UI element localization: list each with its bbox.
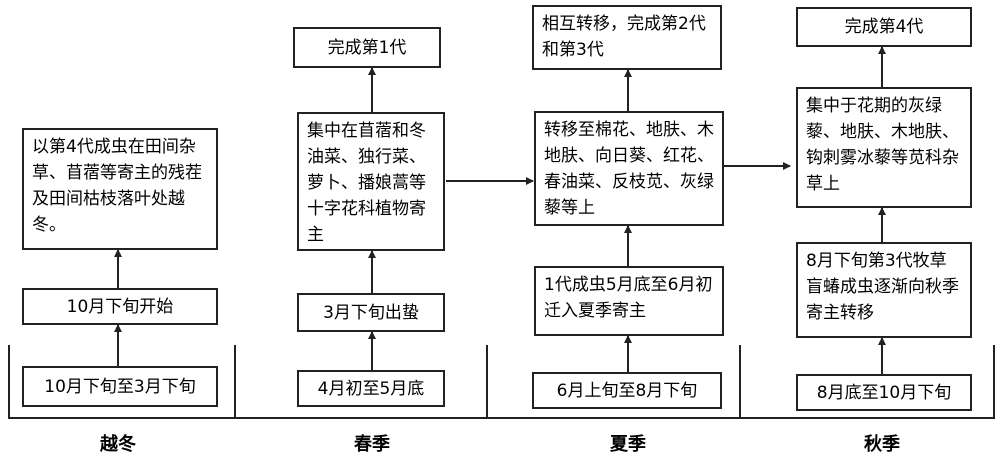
autumn-desc-box: 集中于花期的灰绿藜、地肤、木地肤、钩刺雾冰藜等苋科杂草上 [796,87,972,208]
autumn-start-box: 8月下旬第3代牧草盲蝽成虫逐渐向秋季寄主转移 [796,242,972,338]
summer-result-text: 相互转移，完成第2代和第3代 [542,14,706,60]
winter-desc-box: 以第4代成虫在田间杂草、苜蓿等寄主的残茬及田间枯枝落叶处越冬。 [22,128,218,250]
summer-period-text: 6月上旬至8月下旬 [556,380,698,401]
summer-period-box: 6月上旬至8月下旬 [532,372,722,409]
season-label-winter: 越冬 [100,434,136,455]
summer-desc-text: 转移至棉花、地肤、木地肤、向日葵、红花、春油菜、反枝苋、灰绿藜等上 [544,120,714,218]
summer-start-box: 1代成虫5月底至6月初迁入夏季寄主 [534,266,724,336]
spring-period-text: 4月初至5月底 [317,378,425,399]
spring-period-box: 4月初至5月底 [297,370,445,407]
autumn-period-text: 8月底至10月下旬 [816,382,952,403]
winter-period-text: 10月下旬至3月下旬 [44,376,196,397]
autumn-desc-text: 集中于花期的灰绿藜、地肤、木地肤、钩刺雾冰藜等苋科杂草上 [806,96,959,194]
winter-start-box: 10月下旬开始 [22,288,218,325]
autumn-result-box: 完成第4代 [796,7,972,47]
summer-start-text: 1代成虫5月底至6月初迁入夏季寄主 [544,275,713,321]
autumn-start-text: 8月下旬第3代牧草盲蝽成虫逐渐向秋季寄主转移 [806,251,959,323]
summer-desc-box: 转移至棉花、地肤、木地肤、向日葵、红花、春油菜、反枝苋、灰绿藜等上 [534,111,724,226]
season-label-spring: 春季 [354,434,390,455]
season-label-autumn: 秋季 [864,434,900,455]
spring-desc-box: 集中在苜蓿和冬油菜、独行菜、萝卜、播娘蒿等十字花科植物寄主 [297,112,445,251]
autumn-result-text: 完成第4代 [844,17,924,37]
winter-desc-text: 以第4代成虫在田间杂草、苜蓿等寄主的残茬及田间枯枝落叶处越冬。 [32,137,202,235]
autumn-period-box: 8月底至10月下旬 [796,374,972,411]
season-label-summer: 夏季 [610,434,646,455]
spring-start-text: 3月下旬出蛰 [323,302,419,323]
winter-period-box: 10月下旬至3月下旬 [22,366,218,407]
winter-start-text: 10月下旬开始 [66,296,174,317]
spring-desc-text: 集中在苜蓿和冬油菜、独行菜、萝卜、播娘蒿等十字花科植物寄主 [307,121,426,245]
spring-result-text: 完成第1代 [327,37,407,58]
spring-result-box: 完成第1代 [293,27,441,68]
spring-start-box: 3月下旬出蛰 [297,293,445,332]
summer-result-box: 相互转移，完成第2代和第3代 [532,5,722,70]
